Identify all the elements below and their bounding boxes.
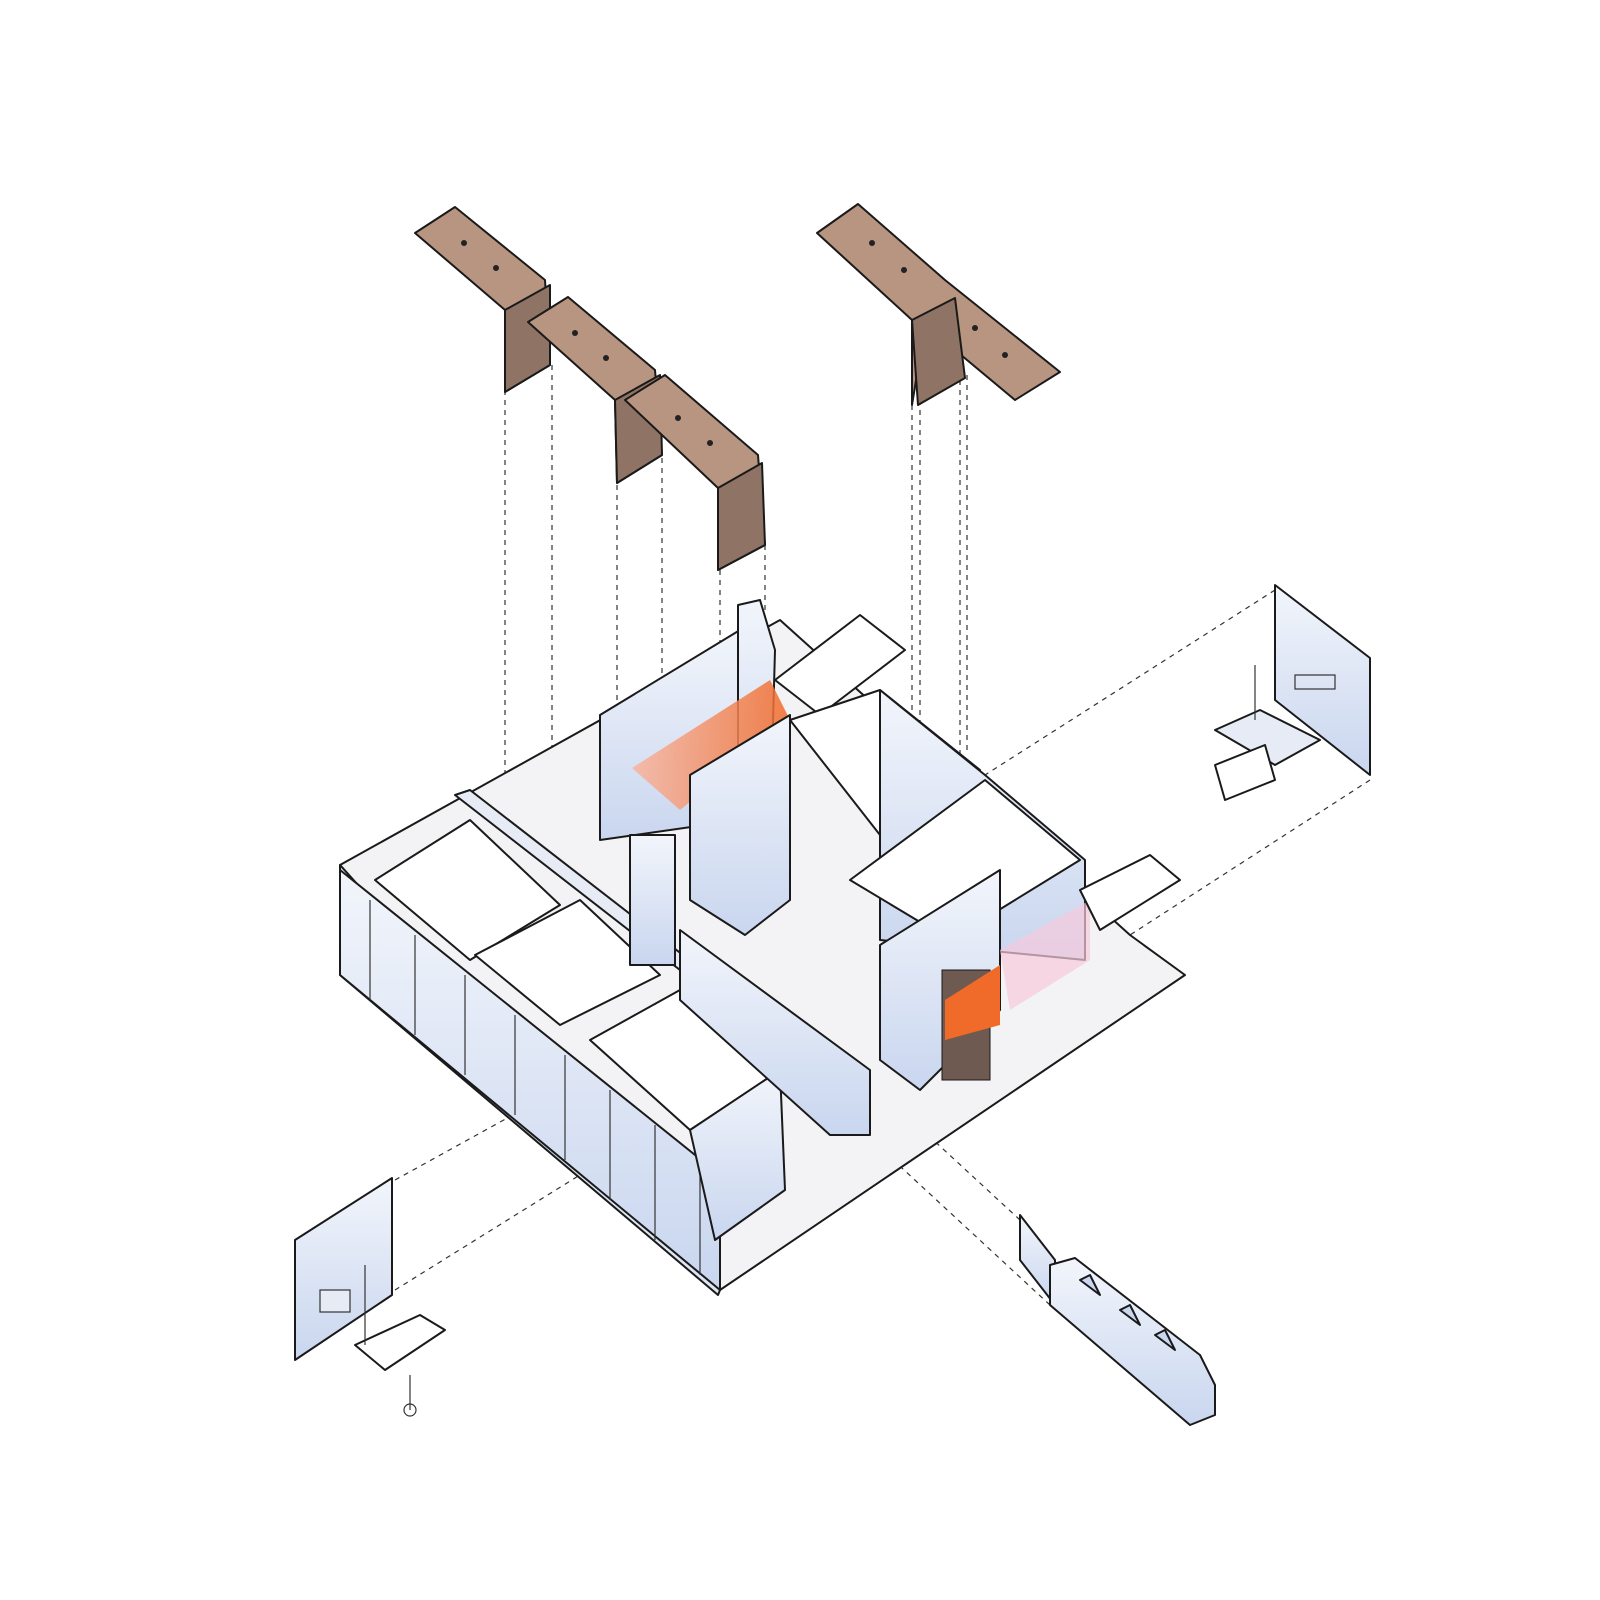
wall-cabinet xyxy=(319,1289,351,1313)
light-fixture-icon xyxy=(901,267,907,273)
exam-room-wall-module xyxy=(294,1177,446,1417)
light-fixture-icon xyxy=(493,265,499,271)
patient-room-wall-module xyxy=(1214,584,1371,801)
chair-icon xyxy=(403,1403,417,1417)
column xyxy=(629,834,676,966)
headwall-panel xyxy=(1294,674,1336,690)
light-fixture-icon xyxy=(707,440,713,446)
light-fixture-icon xyxy=(1002,352,1008,358)
light-fixture-icon xyxy=(869,240,875,246)
ceiling-panel-1 xyxy=(414,206,551,393)
ceiling-panels xyxy=(414,203,1061,571)
light-fixture-icon xyxy=(675,415,681,421)
reception-counter-module xyxy=(1019,1214,1216,1426)
ceiling-panel-3 xyxy=(624,374,766,571)
ceiling-panel-4 xyxy=(816,203,1061,406)
light-fixture-icon xyxy=(603,355,609,361)
light-fixture-icon xyxy=(572,330,578,336)
light-fixture-icon xyxy=(461,240,467,246)
main-floor-plan xyxy=(339,599,1186,1296)
light-fixture-icon xyxy=(972,325,978,331)
glass-facade xyxy=(369,900,701,1275)
